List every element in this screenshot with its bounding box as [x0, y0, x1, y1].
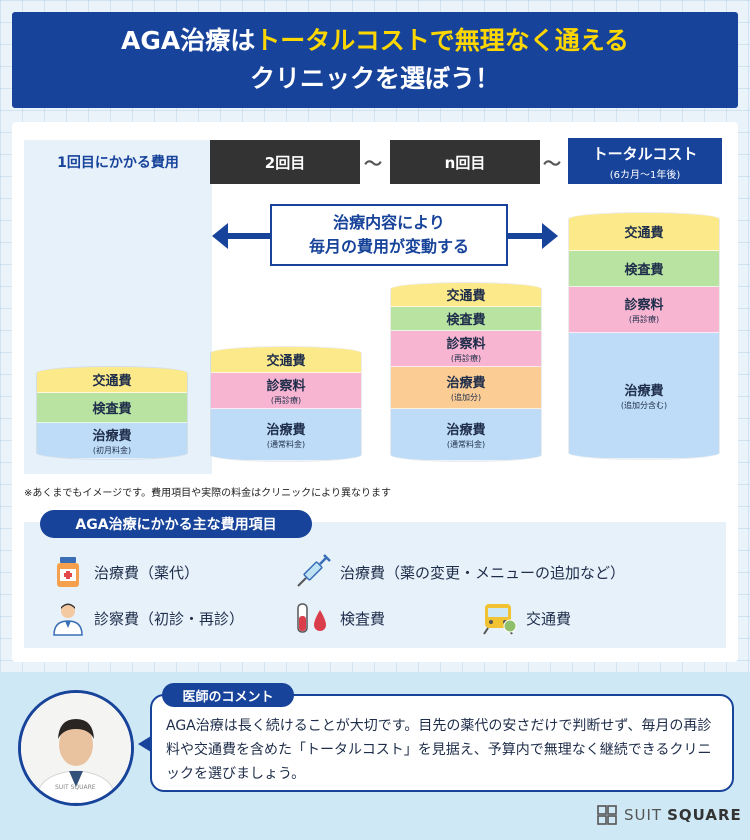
second-visit-header: 2回目 [210, 140, 360, 184]
train-icon [483, 604, 517, 635]
cost-stack-nth: 交通費 検査費 診察料(再診療) 治療費(追加分) 治療費(通常料金) [390, 282, 542, 462]
segment-transport: 交通費 [37, 367, 187, 393]
doctor-icon [53, 603, 83, 636]
title-line-1: AGA治療はトータルコストで無理なく通える [121, 22, 629, 60]
doctor-avatar: SUIT SQUARE [18, 690, 134, 806]
segment-transport: 交通費 [569, 213, 719, 251]
segment-consultation: 診察料(再診療) [569, 287, 719, 333]
title-line-2: クリニックを選ぼう！ [249, 64, 500, 93]
total-cost-title: トータルコスト [592, 145, 698, 163]
total-cost-header: トータルコスト (6カ月〜1年後) [568, 138, 722, 184]
medicine-bottle-icon [57, 557, 79, 587]
item-consultation: 診察費（初診・再診） [50, 600, 244, 636]
total-cost-period: (6カ月〜1年後) [609, 170, 681, 181]
title-part-white: AGA治療は [121, 26, 256, 55]
avatar-caption: SUIT SQUARE [55, 784, 96, 791]
segment-treatment-additional: 治療費(追加分) [391, 367, 541, 409]
segment-consultation: 診察料(再診療) [391, 331, 541, 367]
brand-logo: SUIT SQUARE [596, 804, 742, 826]
brand-suit: SUIT [624, 806, 663, 824]
segment-test: 検査費 [569, 251, 719, 287]
variable-cost-line-2: 毎月の費用が変動する [308, 237, 469, 256]
brand-square: SQUARE [667, 806, 742, 824]
segment-consultation: 診察料(再診療) [211, 373, 361, 409]
segment-treatment: 治療費(通常料金) [391, 409, 541, 461]
title-banner: AGA治療はトータルコストで無理なく通える クリニックを選ぼう！ [12, 12, 738, 108]
suit-square-logo-icon [597, 805, 617, 825]
segment-test: 検査費 [391, 307, 541, 331]
blood-test-icon [297, 603, 326, 633]
segment-treatment: 治療費(初月料金) [37, 423, 187, 459]
comment-bubble [150, 694, 734, 792]
arrow-left-icon [212, 223, 228, 249]
nth-visit-header: n回目 [390, 140, 540, 184]
item-test-label: 検査費 [340, 609, 386, 628]
segment-transport: 交通費 [211, 347, 361, 373]
tilde-2: 〜 [543, 154, 561, 175]
item-transport: 交通費 [480, 600, 571, 636]
segment-transport: 交通費 [391, 283, 541, 307]
item-transport-label: 交通費 [526, 609, 572, 628]
cost-items-heading: AGA治療にかかる主な費用項目 [40, 510, 312, 538]
cost-stack-first: 交通費 検査費 治療費(初月料金) [36, 366, 188, 460]
item-medicine-label: 治療費（薬代） [94, 563, 200, 582]
doctor-portrait-icon: SUIT SQUARE [21, 693, 131, 803]
comment-badge: 医師のコメント [162, 683, 294, 707]
segment-treatment: 治療費(追加分含む) [569, 333, 719, 459]
cost-items-panel [24, 522, 726, 648]
segment-test: 検査費 [37, 393, 187, 423]
variable-cost-line-1: 治療内容により [333, 213, 445, 232]
item-medicine: 治療費（薬代） [50, 554, 199, 590]
tilde-1: 〜 [364, 154, 382, 175]
item-test: 検査費 [294, 600, 385, 636]
first-visit-label: 1回目にかかる費用 [57, 155, 179, 171]
cost-stack-total: 交通費 検査費 診察料(再診療) 治療費(追加分含む) [568, 212, 720, 460]
variable-cost-label: 治療内容により 毎月の費用が変動する [270, 204, 508, 266]
title-part-yellow: トータルコストで無理なく通える [255, 26, 629, 55]
arrow-right-icon [542, 223, 558, 249]
item-medicine-change: 治療費（薬の変更・メニューの追加など） [294, 554, 625, 590]
cost-chart-card: 1回目にかかる費用 2回目 〜 n回目 〜 トータルコスト (6カ月〜1年後) … [12, 122, 738, 662]
comment-text: AGA治療は長く続けることが大切です。目先の薬代の安さだけで判断せず、毎月の再診… [166, 718, 712, 782]
disclaimer-note: ※あくまでもイメージです。費用項目や実際の料金はクリニックにより異なります [24, 488, 391, 499]
item-medicine-change-label: 治療費（薬の変更・メニューの追加など） [340, 563, 626, 582]
cost-stack-second: 交通費 診察料(再診療) 治療費(通常料金) [210, 346, 362, 462]
segment-treatment: 治療費(通常料金) [211, 409, 361, 461]
syringe-icon [297, 554, 331, 587]
item-consultation-label: 診察費（初診・再診） [94, 609, 245, 628]
speech-bubble-tail [138, 736, 151, 752]
